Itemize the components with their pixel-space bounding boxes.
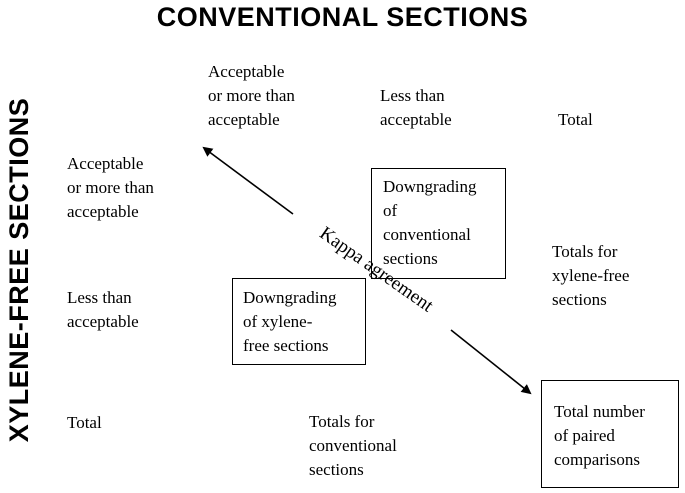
cell-line: of paired xyxy=(554,426,615,445)
cell-line: free sections xyxy=(243,336,329,355)
cell-total-paired-text: Total number of paired comparisons xyxy=(554,400,645,472)
col-header-less-than-acceptable: Less than acceptable xyxy=(380,84,452,132)
cell-line: Downgrading xyxy=(383,177,477,196)
row-header-less-line: acceptable xyxy=(67,312,139,331)
cell-line: xylene-free xyxy=(552,266,630,285)
col-header-less-line: Less than xyxy=(380,86,445,105)
col-header-acceptable: Acceptable or more than acceptable xyxy=(208,60,295,132)
cell-line: sections xyxy=(383,249,438,268)
cell-line: Total number xyxy=(554,402,645,421)
col-header-total-line: Total xyxy=(558,110,593,129)
row-header-acceptable: Acceptable or more than acceptable xyxy=(67,152,154,224)
kappa-arrow-lower xyxy=(450,329,532,395)
row-header-total: Total xyxy=(67,411,102,435)
cell-box-downgrading-xylene: Downgrading of xylene- free sections xyxy=(232,278,366,365)
row-header-acceptable-line: or more than xyxy=(67,178,154,197)
cell-downgrading-conventional-text: Downgrading of conventional sections xyxy=(383,175,476,271)
row-header-less-than-acceptable: Less than acceptable xyxy=(67,286,139,334)
row-header-total-line: Total xyxy=(67,413,102,432)
cell-line: Downgrading xyxy=(243,288,337,307)
cell-line: sections xyxy=(309,460,364,479)
col-header-acceptable-line: or more than xyxy=(208,86,295,105)
cell-line: comparisons xyxy=(554,450,640,469)
title-conventional-sections: CONVENTIONAL SECTIONS xyxy=(156,2,529,32)
row-header-acceptable-line: acceptable xyxy=(67,202,139,221)
col-header-less-line: acceptable xyxy=(380,110,452,129)
row-header-acceptable-line: Acceptable xyxy=(67,154,144,173)
cell-line: sections xyxy=(552,290,607,309)
cell-box-downgrading-conventional: Downgrading of conventional sections xyxy=(371,168,506,279)
cell-line: conventional xyxy=(383,225,471,244)
col-header-total: Total xyxy=(558,108,593,132)
col-header-acceptable-line: Acceptable xyxy=(208,62,285,81)
cell-box-total-paired: Total number of paired comparisons xyxy=(541,380,679,488)
cell-totals-conventional: Totals for conventional sections xyxy=(309,410,397,482)
cell-line: Totals for xyxy=(309,412,375,431)
cell-line: of xylene- xyxy=(243,312,313,331)
cell-line: conventional xyxy=(309,436,397,455)
cell-line: Totals for xyxy=(552,242,618,261)
cell-totals-xylene-free: Totals for xylene-free sections xyxy=(552,240,629,312)
cell-line: of xyxy=(383,201,398,220)
kappa-arrow-upper xyxy=(202,146,294,215)
row-header-less-line: Less than xyxy=(67,288,132,307)
col-header-acceptable-line: acceptable xyxy=(208,110,280,129)
cell-downgrading-xylene-text: Downgrading of xylene- free sections xyxy=(243,286,336,358)
